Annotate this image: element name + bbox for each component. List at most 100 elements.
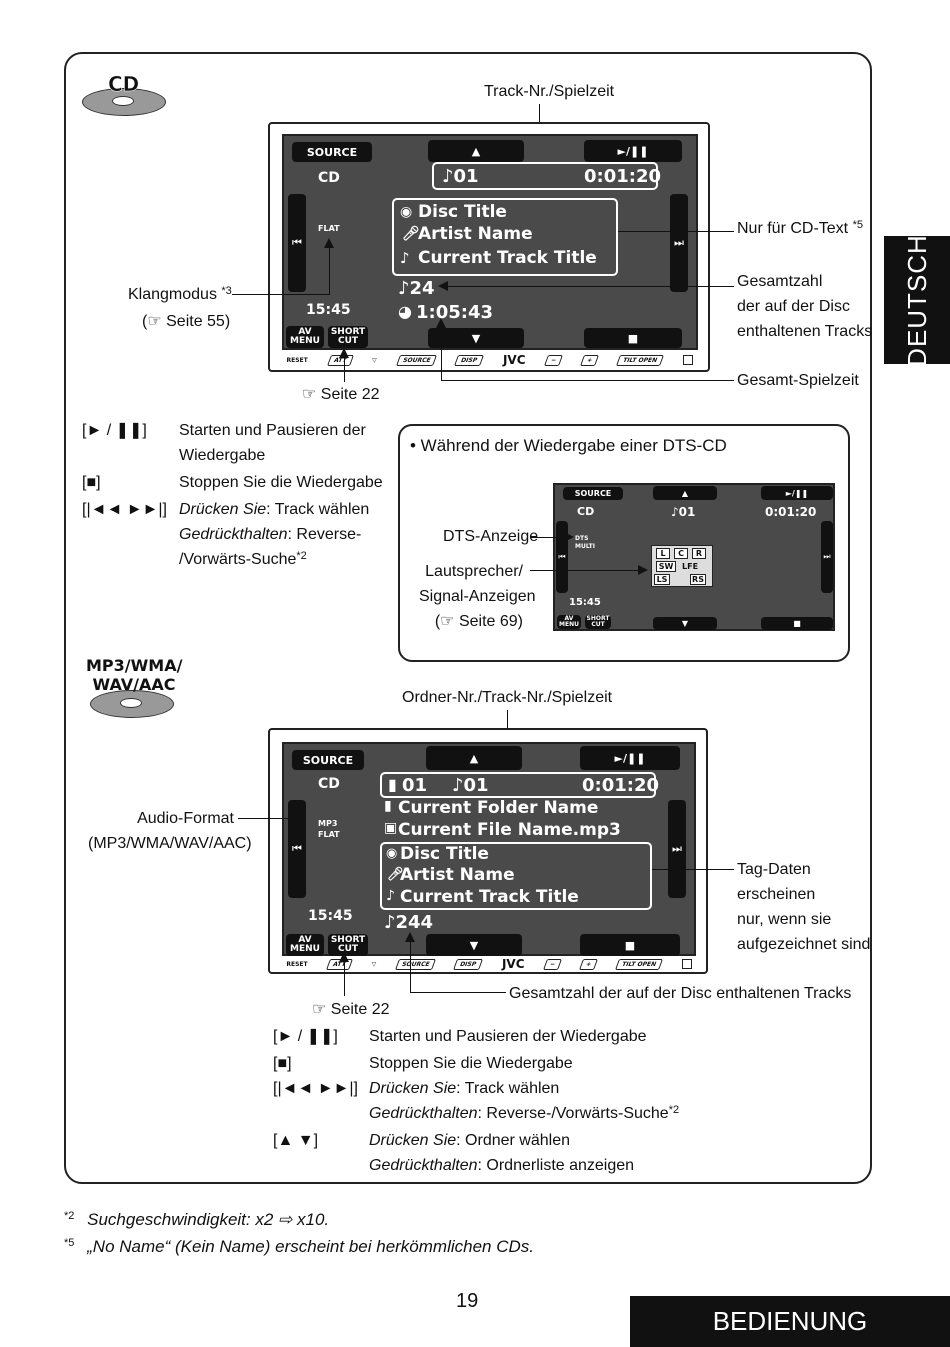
dts-up-button[interactable]: ▲ <box>653 486 717 500</box>
speaker-indicator-callout: Lautsprecher/ Signal-Anzeigen (☞ Seite 6… <box>419 563 536 630</box>
plus-button[interactable]: + <box>580 354 600 366</box>
mp3-disc-title-icon: ◉ <box>386 846 398 861</box>
tilt-open-button[interactable]: TILT OPEN <box>616 354 665 366</box>
brand-logo: JVC <box>502 353 526 367</box>
mp3-down-button[interactable]: ▼ <box>426 934 522 956</box>
disc-icon <box>82 88 166 116</box>
cd-play-desc: Starten und Pausieren der Wiedergabe <box>179 422 366 464</box>
audio-format-callout: Audio-Format (MP3/WMA/WAV/AAC) <box>88 810 252 852</box>
square-button[interactable] <box>683 355 694 365</box>
mp3-source-button[interactable]: SOURCE <box>292 750 364 770</box>
mp3-artist-icon: 🎤︎ <box>387 867 404 882</box>
track-number: ♪01 <box>442 166 479 187</box>
mp3-brand-logo: JVC <box>501 957 525 971</box>
up-button[interactable]: ▲ <box>428 140 524 162</box>
mp3-screen: SOURCE ▲ ►/❚❚ CD ▮ 01 ♪01 0:01:20 ⏮ ⏭ MP… <box>282 742 696 956</box>
dts-play-pause-button[interactable]: ►/❚❚ <box>761 486 833 500</box>
folder-name-icon: ▮ <box>384 798 392 814</box>
dts-heading: • Während der Wiedergabe einer DTS-CD <box>410 436 727 455</box>
dts-source-button[interactable]: SOURCE <box>563 487 623 500</box>
mp3-clock: 15:45 <box>308 908 353 924</box>
mp3-plus-button[interactable]: + <box>579 958 599 970</box>
next-button[interactable]: ⏭ <box>670 194 688 292</box>
mp3-minus-button[interactable]: − <box>543 958 563 970</box>
mp3-panel-source-button[interactable]: SOURCE <box>395 958 437 970</box>
prev-button[interactable]: ⏮ <box>288 194 306 292</box>
mp3-stop-button[interactable]: ■ <box>580 934 680 956</box>
dts-clock: 15:45 <box>569 597 601 608</box>
mp3-folder-desc: Drücken Sie: Ordner wählen Gedrückthalte… <box>369 1132 635 1174</box>
mp3-eject-icon[interactable]: ▽ <box>371 960 377 968</box>
track-time-box: ♪01 0:01:20 <box>432 162 661 190</box>
mp3-disc-title: Disc Title <box>400 844 489 864</box>
cd-skip-key: [|◄◄ ►►|] <box>82 501 167 518</box>
artist-icon: 🎤︎ <box>402 226 420 242</box>
dts-stop-button[interactable]: ■ <box>761 617 833 630</box>
artist-name: Artist Name <box>418 224 533 244</box>
footnote-2: *2 Suchgeschwindigkeit: x2 ⇨ x10. <box>64 1210 330 1229</box>
cd-logo: CD <box>82 72 168 118</box>
play-pause-button[interactable]: ►/❚❚ <box>584 140 682 162</box>
mp3-play-desc: Starten und Pausieren der Wiedergabe <box>369 1028 647 1045</box>
dts-mode-label: CD <box>577 505 595 518</box>
page-number: 19 <box>456 1290 479 1312</box>
minus-button[interactable]: − <box>544 354 564 366</box>
mp3-folder-key: [▲ ▼] <box>273 1132 319 1149</box>
dts-next-button[interactable]: ⏭ <box>821 521 833 593</box>
mp3-stop-desc: Stoppen Sie die Wiedergabe <box>369 1055 573 1072</box>
dts-down-button[interactable]: ▼ <box>653 617 717 630</box>
down-button[interactable]: ▼ <box>428 328 524 348</box>
file-name: Current File Name.mp3 <box>398 820 621 840</box>
cd-skip-desc: Drücken Sie: Track wählen Gedrückthalten… <box>179 501 370 568</box>
stop-button[interactable]: ■ <box>584 328 682 348</box>
dts-box <box>398 424 850 662</box>
mp3-track-title: Current Track Title <box>400 887 579 907</box>
mp3-stop-key: [■] <box>273 1055 292 1072</box>
cd-text-callout: Nur für CD-Text *5 <box>737 219 863 237</box>
file-name-icon: ▣ <box>384 820 398 836</box>
mp3-skip-key: [|◄◄ ►►|] <box>273 1080 358 1097</box>
mp3-mode-label: CD <box>318 776 340 792</box>
mp3-play-time: 0:01:20 <box>582 775 660 796</box>
mp3-skip-desc: Drücken Sie: Track wählen Gedrückthalten… <box>369 1080 680 1122</box>
disp-button[interactable]: DISP <box>454 354 485 366</box>
dts-track-number: ♪01 <box>671 505 696 519</box>
mp3-play-pause-button[interactable]: ►/❚❚ <box>580 746 680 770</box>
cd-stop-key: [■] <box>82 474 101 491</box>
language-tab: DEUTSCH <box>884 234 950 366</box>
mp3-disp-button[interactable]: DISP <box>453 958 484 970</box>
sound-mode-callout: Klangmodus *3 <box>128 285 232 303</box>
mp3-prev-button[interactable]: ⏮ <box>288 800 306 898</box>
mp3-tilt-open-button[interactable]: TILT OPEN <box>614 958 663 970</box>
mp3-square-button[interactable] <box>681 959 692 969</box>
total-tracks: ♪24 <box>398 278 435 299</box>
cd-device-unit: SOURCE ▲ ►/❚❚ CD ♪01 0:01:20 ⏮ ⏭ FLAT ◉ … <box>268 122 710 372</box>
source-button[interactable]: SOURCE <box>292 142 372 162</box>
track-title: Current Track Title <box>418 248 597 268</box>
cd-stop-desc: Stoppen Sie die Wiedergabe <box>179 474 383 491</box>
mp3-up-button[interactable]: ▲ <box>426 746 522 770</box>
track-time-callout: Track-Nr./Spielzeit <box>484 83 615 100</box>
mp3-total-tracks: ♪244 <box>384 912 434 933</box>
mp3-artist-name: Artist Name <box>400 865 515 885</box>
folder-name: Current Folder Name <box>398 798 599 818</box>
reset-button[interactable]: RESET <box>286 356 308 364</box>
device-control-panel: RESET ATT ▽ SOURCE DISP JVC − + TILT OPE… <box>276 352 704 368</box>
mp3-next-button[interactable]: ⏭ <box>668 800 686 898</box>
total-tracks-callout: Gesamtzahl der auf der Disc enthaltenen … <box>737 273 873 340</box>
mp3-track-title-icon: ♪ <box>386 888 395 904</box>
mp3-reset-button[interactable]: RESET <box>286 960 308 968</box>
mp3-play-key: [► / ❚❚] <box>273 1028 338 1045</box>
panel-source-button[interactable]: SOURCE <box>395 354 438 366</box>
mp3-logo-text: MP3/WMA/ WAV/AAC <box>86 656 183 694</box>
mp3-device-control-panel: RESET ATT ▽ SOURCE DISP JVC − + TILT OPE… <box>276 956 702 972</box>
eject-icon[interactable]: ▽ <box>372 356 377 364</box>
mode-label: CD <box>318 170 340 186</box>
